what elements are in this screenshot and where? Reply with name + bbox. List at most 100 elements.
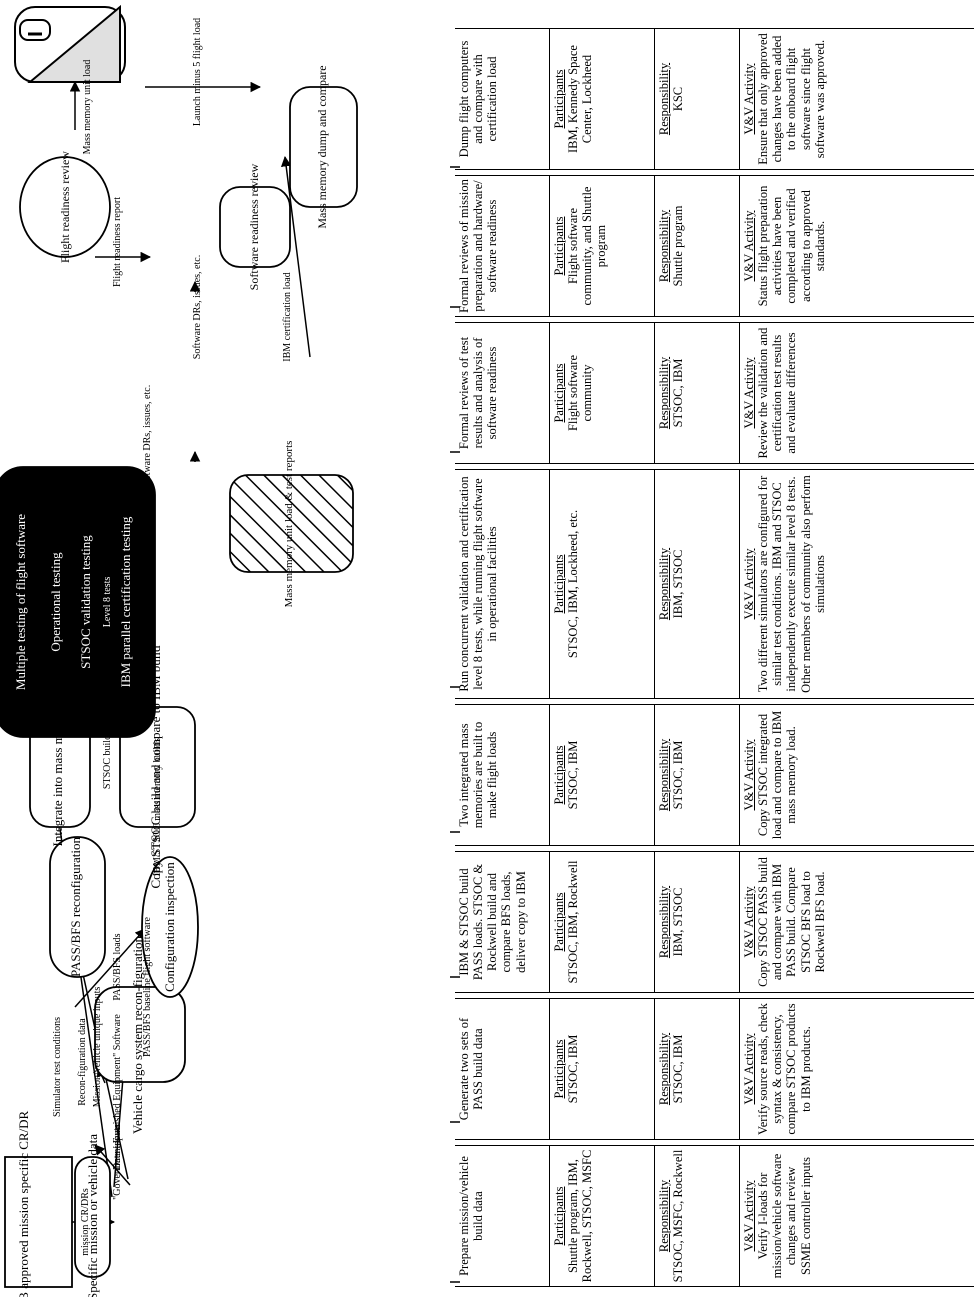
edge-mission-crdr-label: mission CR/DRs	[80, 1188, 91, 1256]
col-2-vv-label: V&V Activity	[742, 1033, 756, 1105]
col-5-vv-label: V&V Activity	[742, 548, 756, 620]
col-3-participants-value: STSOC, IBM, Rockwell	[566, 860, 581, 984]
col-8-participants-label: Participants	[552, 69, 566, 129]
edge-launch-label: Launch minus 5 flight load	[192, 18, 203, 126]
col-3-vv-value: Copy STSOC PASS build and compare with I…	[756, 857, 827, 987]
col-8-participants-value: IBM, Kennedy Space Center, Lockheed	[566, 45, 595, 153]
node-flight-readiness-label: Flight readiness review	[58, 151, 72, 263]
col-7-responsibility-value: Shuttle program	[671, 205, 686, 287]
table-col-4: Two integrated mass memories are built t…	[455, 704, 974, 846]
col-6-responsibility-label: Responsibility	[657, 356, 671, 430]
col-5-vv-value: Two different simulators are configured …	[756, 475, 827, 693]
col-5-responsibility-label: Responsibility	[657, 547, 671, 621]
col-2-participants-value: STSOC, IBM	[566, 1034, 581, 1104]
node-copy-stsoc-box	[119, 706, 196, 828]
col-2-vv-value: Verify source reads, check syntax & cons…	[756, 1003, 813, 1135]
col-5-participants-value: STSOC, IBM, Lockheed, etc.	[566, 509, 581, 659]
node-sascb-label: SASCB approved mission specific CR/DR	[16, 1110, 31, 1297]
node-level8-label: Level 8 tests	[102, 577, 113, 628]
node-multiple-testing-box	[0, 466, 156, 738]
table-connector-arrows	[450, 166, 460, 1283]
table-col-3: IBM & STSOC build PASS loads. STSOC & Ro…	[455, 851, 974, 993]
node-dump-label: Mass memory dump and compare	[315, 65, 329, 228]
col-7-participants-value: Flight software community, and Shuttle p…	[566, 186, 609, 306]
edge-unique-inputs-label: Mission/vehicle unique inputs	[92, 987, 103, 1108]
edge-cert-load-label: IBM certification load	[282, 272, 293, 361]
col-1-participants-label: Participants	[552, 1186, 566, 1246]
col-1-responsibility-value: STSOC, MSFC,	[671, 1200, 686, 1283]
col-5-participants-label: Participants	[552, 554, 566, 614]
flow-diagram: SASCB approved mission specific CR/DR Sp…	[0, 4, 358, 1297]
col-6-participants-value: Flight software community	[566, 354, 595, 432]
col-3-responsibility-value: IBM, STSOC	[671, 887, 686, 957]
edge-simulator-label: Simulator test conditions	[52, 1017, 63, 1117]
col-4-vv-label: V&V Activity	[742, 739, 756, 811]
table-col-2: Generate two sets of PASS build data Par…	[455, 998, 974, 1140]
col-7-vv-value: Status flight preparation activities hav…	[756, 185, 827, 307]
edge-software-drs2-label: Software DRs, issues, etc.	[192, 255, 203, 359]
col-8-title: Dump flight computers and compare with c…	[455, 29, 550, 169]
node-pass-bfs-box	[49, 836, 106, 978]
col-6-vv-value: Review the validation and certification …	[756, 327, 799, 459]
col-6-vv-label: V&V Activity	[742, 357, 756, 429]
col-6-participants-label: Participants	[552, 363, 566, 423]
col-4-participants-label: Participants	[552, 745, 566, 805]
edge-data-inputs-label: Data inputs	[112, 1124, 123, 1170]
col-8-responsibility-label: Responsibility	[657, 62, 671, 136]
col-2-participants-label: Participants	[552, 1039, 566, 1099]
col-7-participants-label: Participants	[552, 216, 566, 276]
col-7-title: Formal reviews of mission preparation an…	[455, 176, 550, 316]
col-1-responsibility-extra: Rockwell	[671, 1149, 686, 1198]
node-specific-box	[74, 1156, 111, 1278]
col-4-vv-value: Copy STSOC integrated load and compare t…	[756, 710, 799, 840]
shuttle-icon	[14, 4, 126, 83]
node-specific-label: Specific mission or vehicle data	[85, 1134, 100, 1297]
vv-table: Prepare mission/vehicle build data Parti…	[450, 0, 974, 1297]
table-col-6: Formal reviews of test results and analy…	[455, 322, 974, 464]
node-config-inspection-label: Configuration inspection	[162, 862, 177, 992]
node-operational-label: Operational testing	[48, 552, 63, 652]
node-vehicle-cargo-label: Vehicle cargo system recon-figuration	[130, 936, 145, 1134]
node-mass-memory-label: Mass memory unit load & test reports	[283, 441, 295, 608]
table-col-8: Dump flight computers and compare with c…	[455, 28, 974, 170]
node-sascb-box	[4, 1156, 73, 1288]
node-integrate-label: Integrate into mass memory unit	[50, 677, 65, 846]
col-3-participants-label: Participants	[552, 892, 566, 952]
table-col-7: Formal reviews of mission preparation an…	[455, 175, 974, 317]
col-6-title: Formal reviews of test results and analy…	[455, 323, 550, 463]
col-4-participants-value: STSOC, IBM	[566, 740, 581, 810]
col-3-title: IBM & STSOC build PASS loads. STSOC & Ro…	[455, 852, 550, 992]
node-multiple-testing-label: Multiple testing of flight software	[13, 514, 28, 690]
node-flight-readiness-box	[19, 156, 111, 258]
col-1-responsibility-label: Responsibility	[657, 1179, 671, 1253]
col-1-vv-label: V&V Activity	[742, 1180, 756, 1252]
edge-baseline-label: PASS/BFS baseline flight software	[142, 916, 153, 1056]
node-software-readiness-label: Software readiness review	[247, 163, 261, 290]
col-8-vv-value: Ensure that only approved changes have b…	[756, 33, 827, 165]
col-1-participants-value: Shuttle program, IBM, Rockwell, STSOC, M…	[566, 1149, 595, 1283]
col-4-responsibility-label: Responsibility	[657, 738, 671, 812]
edge-cert-load	[280, 155, 311, 358]
table-col-1: Prepare mission/vehicle build data Parti…	[455, 1145, 974, 1287]
col-5-responsibility-value: IBM, STSOC	[671, 549, 686, 619]
